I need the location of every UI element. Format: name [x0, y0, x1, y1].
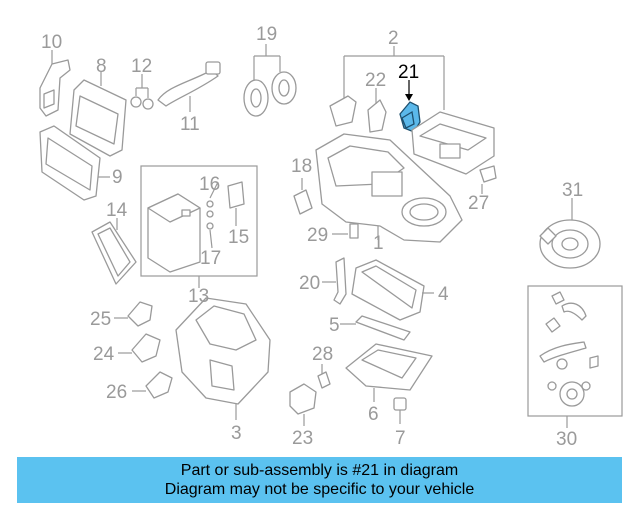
callout-10: 10: [41, 32, 62, 53]
callout-3: 3: [231, 423, 242, 444]
part-30-parts: [539, 291, 599, 407]
part-7-drain: [393, 397, 407, 424]
callout-8: 8: [96, 56, 107, 77]
callout-4: 4: [438, 284, 449, 305]
part-11-pipe: [157, 61, 221, 112]
callout-23: 23: [292, 428, 313, 449]
callout-9: 9: [112, 167, 123, 188]
part-8-evaporator: [69, 72, 127, 157]
part-1-case: [315, 133, 463, 243]
part-24-bracket: [118, 333, 161, 363]
callout-5: 5: [329, 315, 340, 336]
callout-17: 17: [200, 248, 221, 269]
part-30-box: [527, 285, 623, 417]
callout-21: 21: [398, 62, 419, 83]
part-13-module: [147, 193, 201, 273]
callout-24: 24: [93, 344, 115, 365]
part-3-case: [175, 297, 271, 420]
callout-13: 13: [188, 286, 209, 307]
part-6-tray: [345, 343, 433, 402]
callout-31: 31: [562, 180, 583, 201]
part-25-bracket: [114, 301, 153, 327]
part-16-15-17-clips: [206, 181, 245, 249]
banner-line-1: Part or sub-assembly is #21 in diagram: [180, 462, 459, 479]
part-2-bracket-left: [329, 95, 357, 127]
part-18-actuator: [293, 178, 313, 215]
part-23-actuator: [289, 383, 317, 426]
parts-diagram: 10 8 12 11 19 9 14 16 15 17 13 25 24 26 …: [39, 24, 623, 450]
callout-2: 2: [388, 28, 399, 49]
part-19-gaskets: [243, 44, 297, 117]
callout-11: 11: [180, 114, 200, 135]
callout-7: 7: [395, 428, 406, 449]
info-banner: Part or sub-assembly is #21 in diagram D…: [17, 457, 622, 503]
callout-15: 15: [228, 227, 249, 248]
callout-28: 28: [312, 344, 333, 365]
callout-25: 25: [90, 309, 111, 330]
callout-1: 1: [373, 233, 384, 254]
part-22-bracket: [367, 88, 387, 133]
part-27-clip: [479, 165, 497, 194]
part-14-filter: [91, 218, 137, 285]
callout-6: 6: [368, 404, 379, 425]
callout-14: 14: [106, 200, 128, 221]
part-28-clip: [317, 364, 331, 389]
part-21-highlighted: [399, 80, 421, 133]
part-5-strip: [340, 315, 411, 341]
callout-30: 30: [556, 429, 577, 450]
callout-27: 27: [468, 193, 489, 214]
banner-line-2: Diagram may not be specific to your vehi…: [164, 481, 475, 498]
part-12-orings: [130, 74, 154, 110]
callout-12: 12: [131, 56, 152, 77]
part-9-heater-core: [39, 125, 110, 201]
callout-22: 22: [365, 70, 386, 91]
part-29-screw: [332, 223, 359, 239]
callout-16: 16: [199, 174, 220, 195]
callout-19: 19: [256, 24, 277, 45]
part-20-rod: [322, 257, 347, 305]
part-10-bracket: [39, 50, 71, 117]
part-2-housing: [411, 111, 495, 175]
part-4-filter: [351, 259, 434, 321]
part-26-bracket: [132, 371, 173, 399]
part-31-blower: [539, 198, 601, 269]
callout-20: 20: [299, 273, 320, 294]
callout-29: 29: [307, 225, 328, 246]
callout-26: 26: [106, 382, 127, 403]
callout-18: 18: [291, 156, 312, 177]
